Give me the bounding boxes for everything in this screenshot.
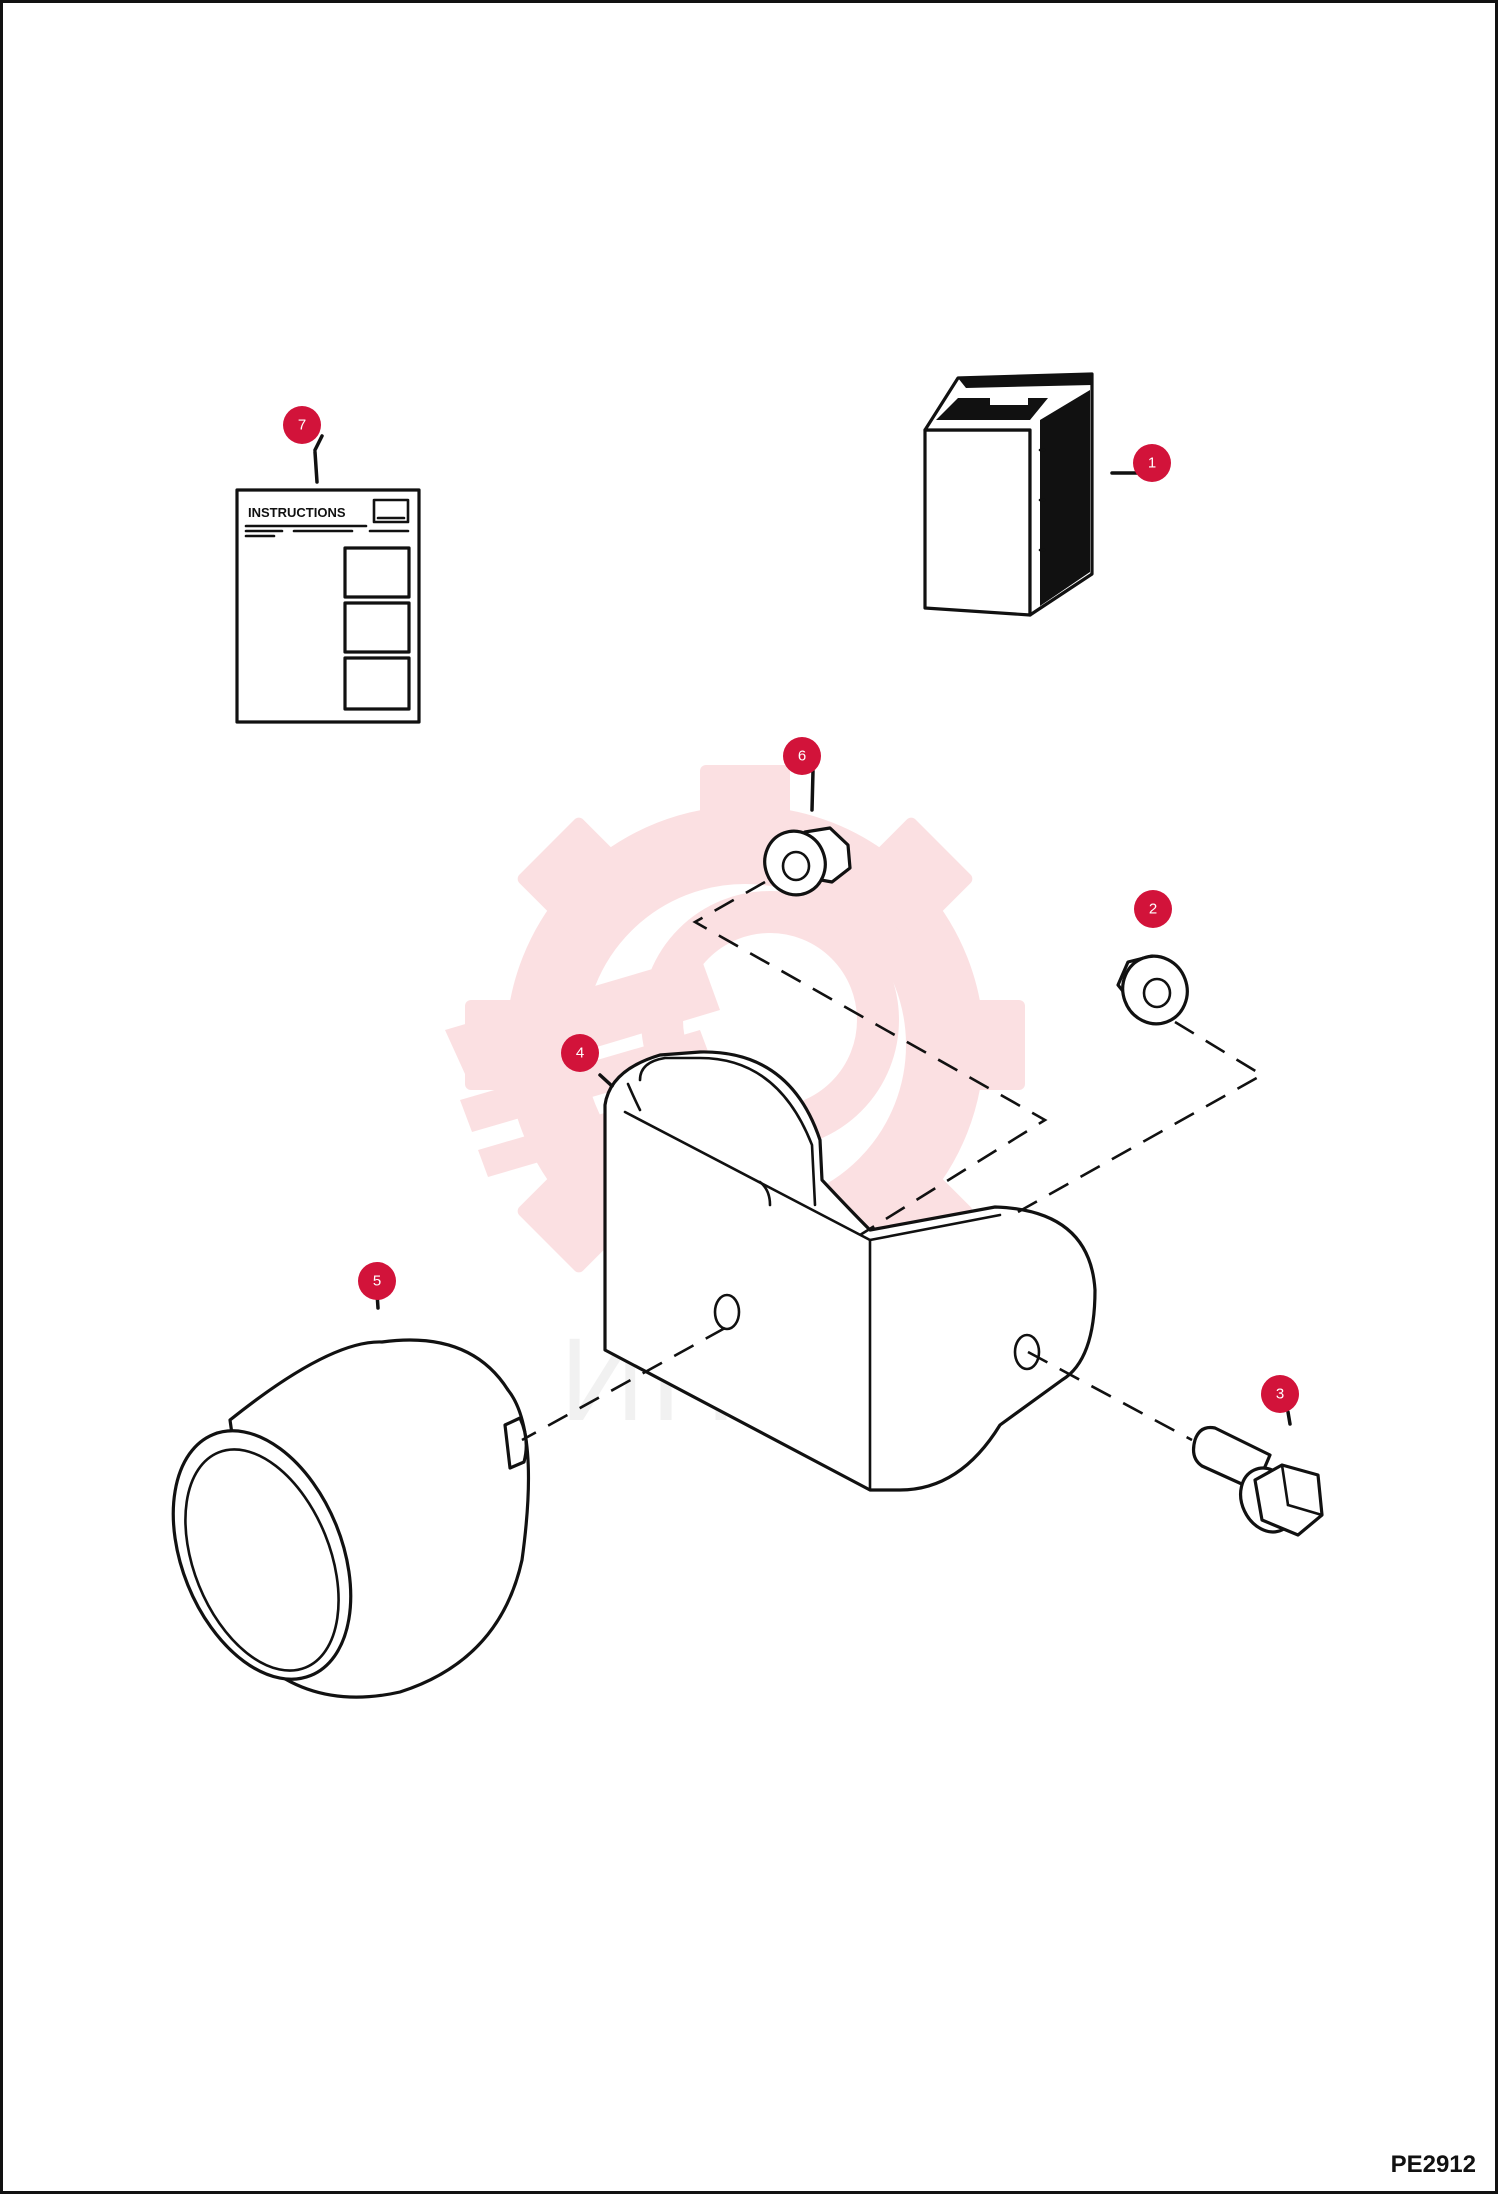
instructions-sheet: INSTRUCTIONS — [235, 488, 421, 724]
callout-6: 6 — [783, 737, 821, 775]
callout-2: 2 — [1134, 890, 1172, 928]
drawing-code: PE2912 — [1391, 2151, 1476, 2178]
assembly-lines — [521, 880, 1265, 1442]
callout-1: 1 — [1133, 444, 1171, 482]
callouts: 1 2 3 4 5 6 7 — [283, 406, 1299, 1413]
svg-text:6: 6 — [798, 748, 806, 765]
flange-nut-right — [1116, 954, 1189, 1026]
svg-text:4: 4 — [576, 1045, 584, 1062]
mounting-bracket — [603, 1050, 1097, 1492]
flange-nut-top — [763, 826, 852, 897]
instructions-sheet-title: INSTRUCTIONS — [248, 505, 346, 520]
callout-5: 5 — [358, 1262, 396, 1300]
svg-text:5: 5 — [373, 1273, 381, 1290]
horn — [171, 1338, 531, 1699]
svg-text:7: 7 — [298, 417, 306, 434]
callout-7: 7 — [283, 406, 321, 444]
svg-text:3: 3 — [1276, 1386, 1284, 1403]
flange-bolt — [1191, 1425, 1324, 1537]
battery — [923, 372, 1094, 617]
callout-4: 4 — [561, 1034, 599, 1072]
svg-text:2: 2 — [1149, 901, 1157, 918]
callout-3: 3 — [1261, 1375, 1299, 1413]
svg-text:1: 1 — [1148, 455, 1156, 472]
